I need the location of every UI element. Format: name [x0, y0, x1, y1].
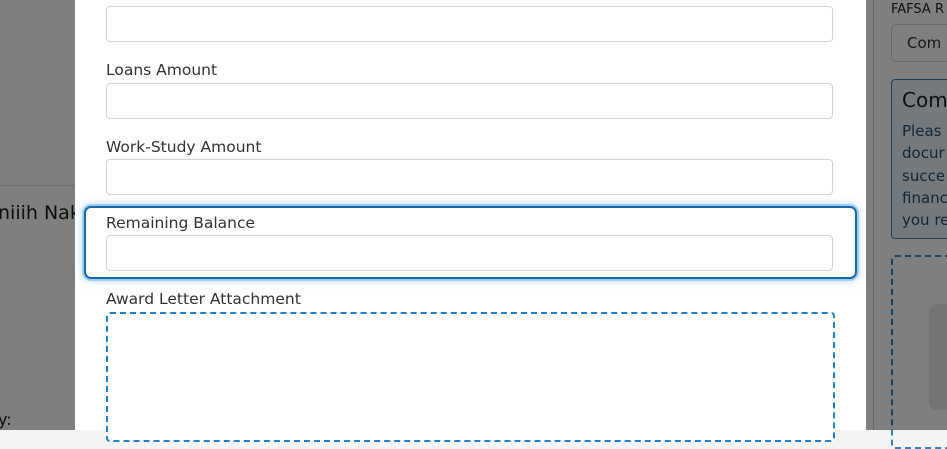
remaining-balance-label: Remaining Balance	[106, 214, 256, 232]
loans-amount-label: Loans Amount	[106, 61, 218, 79]
work-study-amount-label: Work-Study Amount	[106, 138, 262, 156]
award-letter-dropzone[interactable]	[106, 312, 835, 442]
remaining-balance-focus-ring	[84, 206, 857, 279]
award-letter-attachment-label: Award Letter Attachment	[106, 290, 301, 308]
grants-amount-input[interactable]	[106, 6, 833, 42]
loans-amount-input[interactable]	[106, 83, 833, 119]
work-study-amount-input[interactable]	[106, 159, 833, 195]
remaining-balance-input[interactable]	[106, 235, 833, 271]
